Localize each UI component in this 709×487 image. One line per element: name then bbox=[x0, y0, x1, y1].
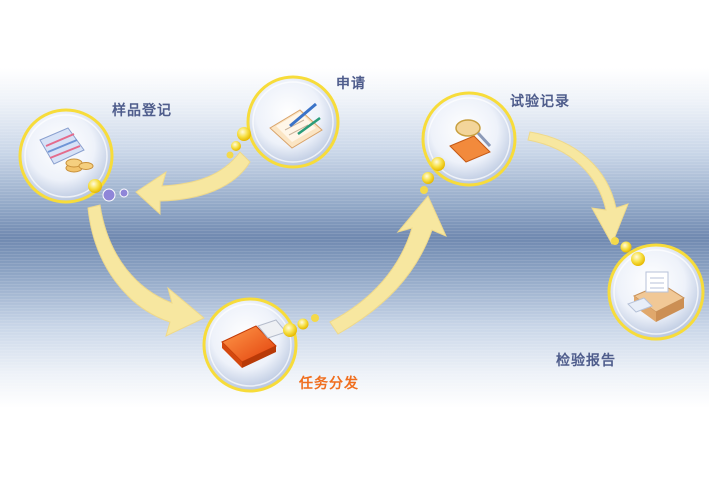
node-apply[interactable] bbox=[226, 75, 340, 169]
folder-icon bbox=[221, 319, 287, 368]
step-label-sample-register: 样品登记 bbox=[112, 103, 172, 119]
calendar-coins-icon bbox=[39, 127, 94, 173]
arrow-dispatch-to-record bbox=[329, 195, 447, 335]
box-documents-icon bbox=[627, 271, 686, 322]
magnifier-book-icon bbox=[449, 119, 492, 163]
arrow-register-to-dispatch bbox=[87, 204, 205, 337]
node-test-record[interactable] bbox=[420, 91, 517, 194]
pen-paper-icon bbox=[269, 102, 323, 149]
background-band bbox=[0, 68, 709, 408]
step-label-inspection-report: 检验报告 bbox=[556, 353, 616, 369]
step-label-apply: 申请 bbox=[336, 76, 366, 92]
step-label-task-dispatch: 任务分发 bbox=[299, 376, 359, 392]
node-sample-register[interactable] bbox=[18, 108, 129, 204]
step-label-test-record: 试验记录 bbox=[510, 94, 570, 110]
node-task-dispatch[interactable] bbox=[202, 297, 319, 393]
node-inspection-report[interactable] bbox=[607, 237, 705, 341]
arrow-record-to-report bbox=[527, 131, 629, 246]
arrow-apply-to-register bbox=[135, 151, 251, 216]
